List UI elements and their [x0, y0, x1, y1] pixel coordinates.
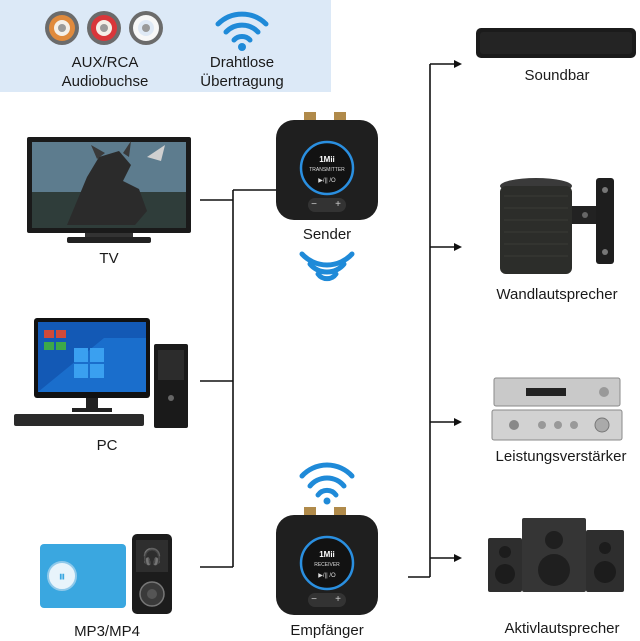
transmitter-play-text: ▶/|| /O — [318, 178, 336, 184]
receiver-mode-text: RECEIVER — [314, 562, 340, 568]
active-speakers-icon — [488, 518, 624, 592]
transmitter-brand: 1Mii — [319, 155, 335, 164]
power-amplifier-icon — [491, 377, 623, 441]
source-label-tv: TV — [99, 250, 119, 267]
output-label-amplifier: Leistungsverstärker — [495, 448, 627, 465]
tv-icon — [27, 137, 191, 243]
transmitter-minus-button: − — [311, 199, 317, 210]
output-label-wall-speaker: Wandlautsprecher — [496, 286, 618, 303]
soundbar-icon — [476, 28, 636, 58]
transmitter-plus-button: + — [335, 199, 341, 210]
rca-red-jack-icon — [87, 11, 121, 45]
receive-wave-icon — [299, 462, 355, 505]
source-label-pc: PC — [96, 437, 118, 454]
wall-speaker-icon — [500, 178, 614, 274]
mp3-player-icon: ⏸ 🎧 — [40, 534, 172, 614]
rca-orange-jack-icon — [45, 11, 79, 45]
receiver-device-icon — [276, 507, 378, 615]
output-label-soundbar: Soundbar — [524, 67, 590, 84]
sender-label: Sender — [302, 226, 352, 243]
receiver-label: Empfänger — [290, 622, 364, 639]
pc-icon — [14, 318, 188, 428]
transmitter-mode-text: TRANSMITTER — [309, 167, 345, 173]
output-label-active-speakers: Aktivlautsprecher — [504, 620, 620, 637]
rca-white-jack-icon — [129, 11, 163, 45]
receiver-play-text: ▶/|| /O — [318, 573, 336, 579]
receiver-brand: 1Mii — [319, 550, 335, 559]
transmitter-device-icon — [276, 112, 378, 220]
receiver-plus-button: + — [335, 594, 341, 605]
receiver-minus-button: − — [311, 594, 317, 605]
svg-text:🎧: 🎧 — [142, 547, 162, 566]
svg-text:⏸: ⏸ — [59, 569, 66, 585]
rca-jacks-icon — [45, 11, 163, 45]
source-label-mp3: MP3/MP4 — [74, 623, 140, 640]
transmit-wave-icon — [299, 251, 355, 282]
wifi-legend-icon — [215, 11, 269, 51]
